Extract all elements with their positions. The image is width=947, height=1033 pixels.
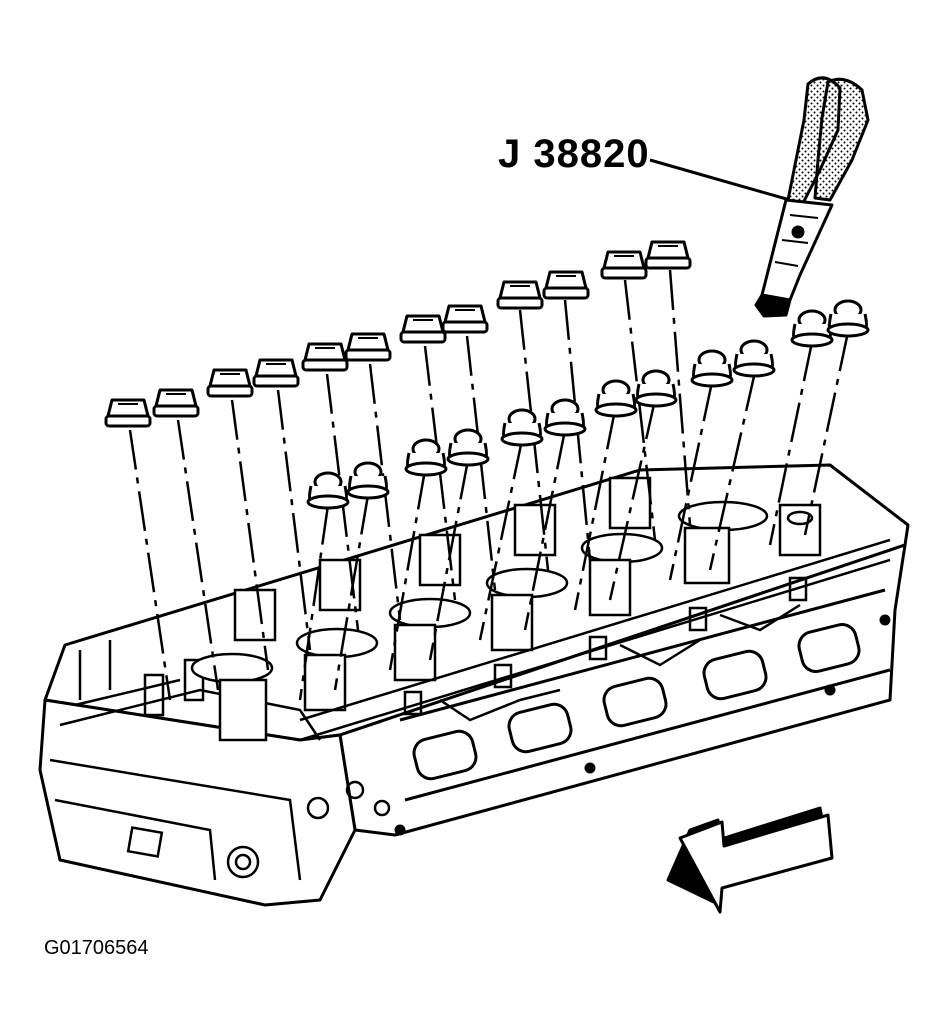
valve-seal bbox=[634, 369, 678, 408]
valve-seal-tool bbox=[754, 76, 870, 318]
valve-seal bbox=[500, 408, 544, 447]
figure-id: G01706564 bbox=[44, 937, 149, 959]
valve-seal bbox=[301, 342, 349, 372]
valve-seal bbox=[790, 309, 834, 348]
valve-seal bbox=[404, 438, 448, 477]
valve-seal bbox=[644, 240, 692, 270]
valve-seal bbox=[732, 339, 776, 378]
valve-seal bbox=[252, 358, 300, 388]
head-end-details bbox=[49, 640, 391, 881]
valve-seal bbox=[399, 314, 447, 344]
valve-seal bbox=[346, 461, 390, 500]
upper-seal-row bbox=[104, 240, 692, 428]
lower-seal-row bbox=[306, 299, 870, 510]
valve-seal bbox=[543, 398, 587, 437]
valve-seal bbox=[441, 304, 489, 334]
front-of-engine-arrow bbox=[666, 806, 834, 914]
valve-seal bbox=[446, 428, 490, 467]
valve-seal bbox=[690, 349, 734, 388]
deck-rail bbox=[299, 538, 891, 742]
tool-callout-label: J 38820 bbox=[498, 132, 650, 176]
valve-seal bbox=[496, 280, 544, 310]
valve-seal bbox=[826, 299, 870, 338]
valve-seal bbox=[594, 379, 638, 418]
callout-leader-line bbox=[649, 158, 791, 202]
valve-pockets bbox=[190, 476, 822, 742]
valve-seal bbox=[344, 332, 392, 362]
valve-seal bbox=[306, 471, 350, 510]
valve-seal bbox=[152, 388, 200, 418]
valve-seal bbox=[600, 250, 648, 280]
valve-seal bbox=[206, 368, 254, 398]
valve-seal bbox=[542, 270, 590, 300]
valve-seal bbox=[104, 398, 152, 428]
